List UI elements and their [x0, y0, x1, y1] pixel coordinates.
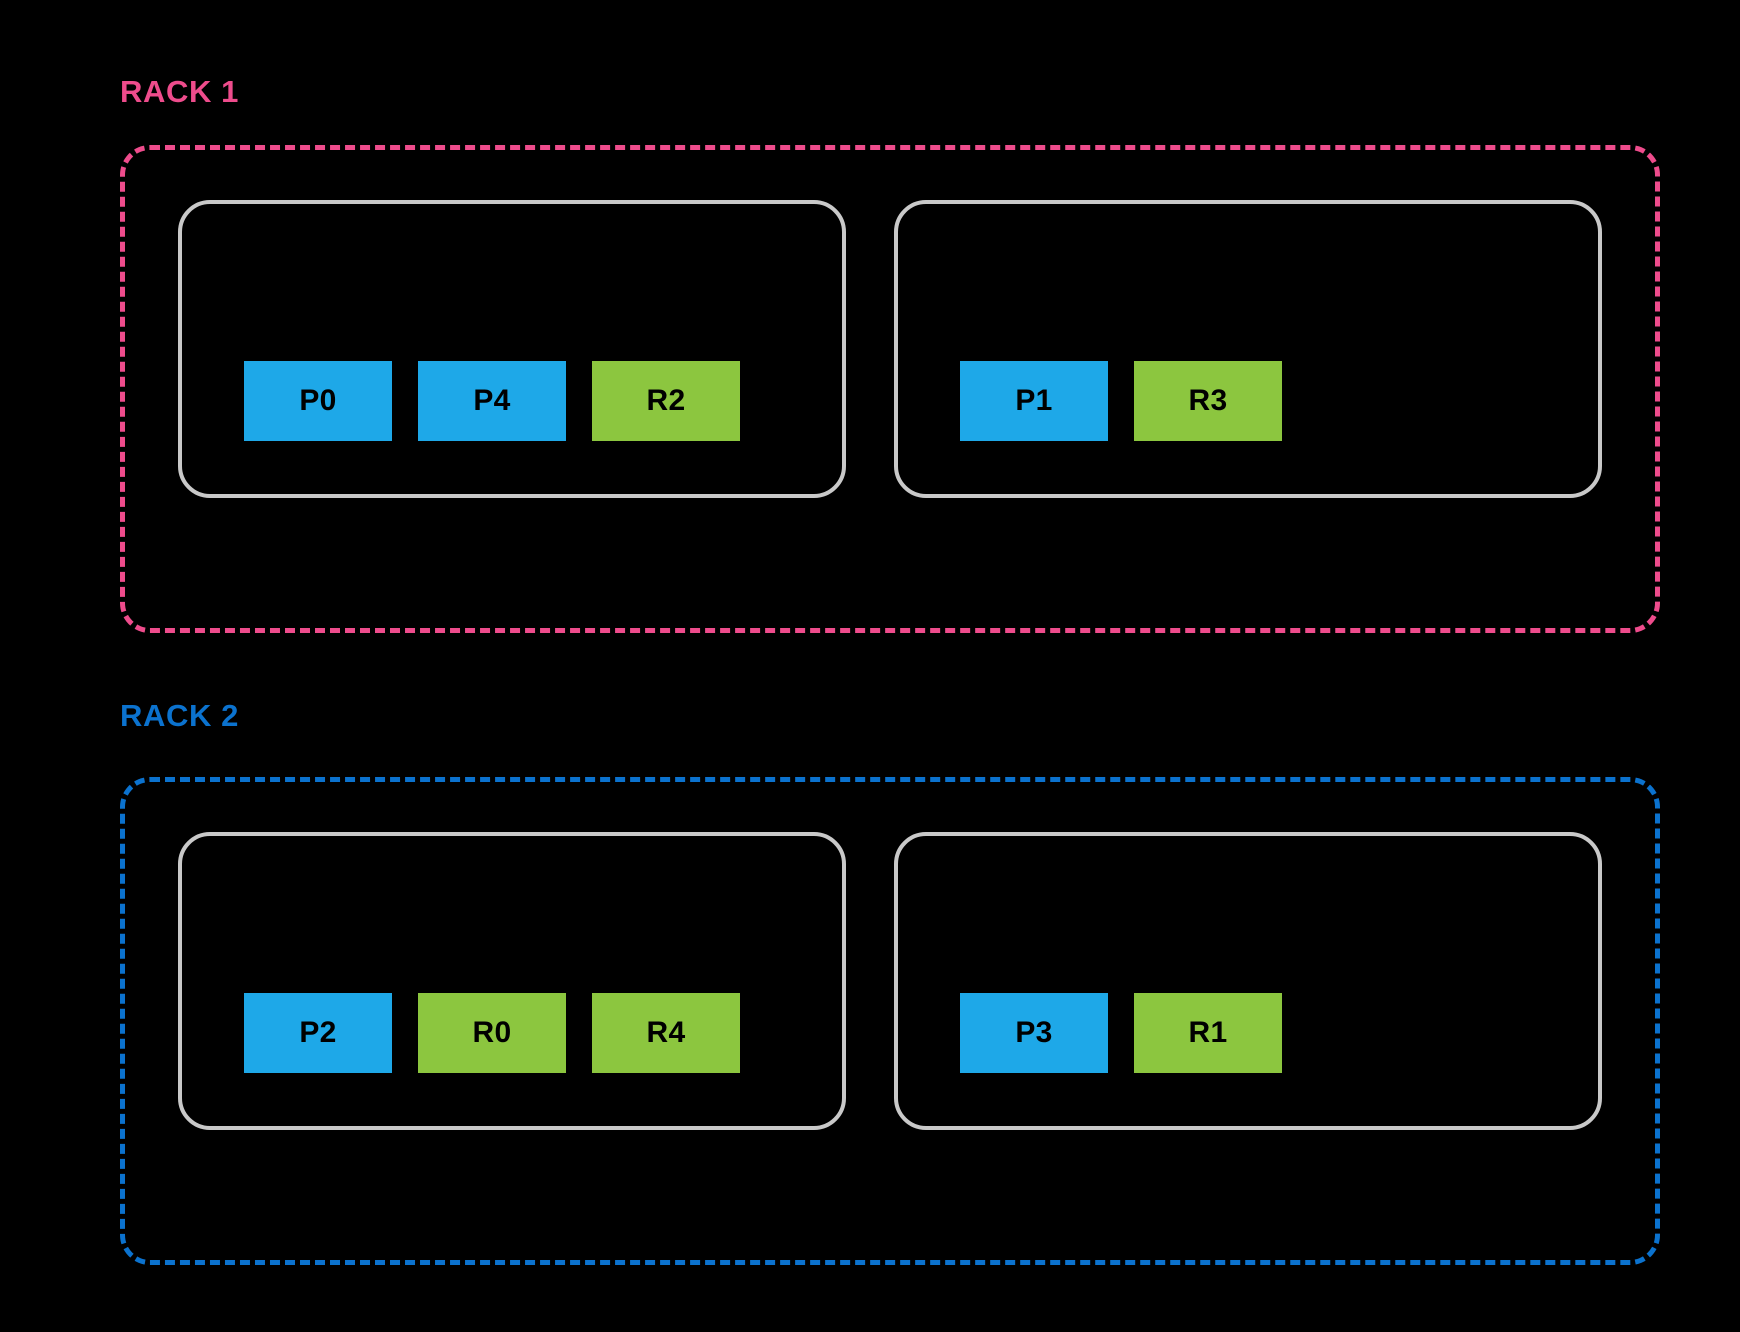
chip-p3[interactable]: P3 [960, 993, 1108, 1073]
node-box-1: P0 P4 R2 [178, 200, 846, 498]
chip-r3[interactable]: R3 [1134, 361, 1282, 441]
chip-r4[interactable]: R4 [592, 993, 740, 1073]
rack-group-2: RACK 2 P2 R0 R4 P3 R1 [0, 632, 1740, 1332]
chip-r1[interactable]: R1 [1134, 993, 1282, 1073]
chip-r0[interactable]: R0 [418, 993, 566, 1073]
chip-p0[interactable]: P0 [244, 361, 392, 441]
rack-label-1: RACK 1 [120, 74, 240, 109]
node-items-1: P0 P4 R2 [182, 361, 912, 441]
node-box-4: P3 R1 [894, 832, 1602, 1130]
chip-p2[interactable]: P2 [244, 993, 392, 1073]
chip-p4[interactable]: P4 [418, 361, 566, 441]
node-items-3: P2 R0 R4 [182, 993, 912, 1073]
rack-group-1: RACK 1 P0 P4 R2 P1 R3 [0, 0, 1740, 660]
node-items-2: P1 R3 [898, 361, 1668, 441]
rack-label-2: RACK 2 [120, 698, 240, 733]
node-box-3: P2 R0 R4 [178, 832, 846, 1130]
rack-boundary-2 [120, 777, 1660, 1265]
node-items-4: P3 R1 [898, 993, 1668, 1073]
chip-r2[interactable]: R2 [592, 361, 740, 441]
chip-p1[interactable]: P1 [960, 361, 1108, 441]
rack-boundary-1 [120, 145, 1660, 633]
node-box-2: P1 R3 [894, 200, 1602, 498]
